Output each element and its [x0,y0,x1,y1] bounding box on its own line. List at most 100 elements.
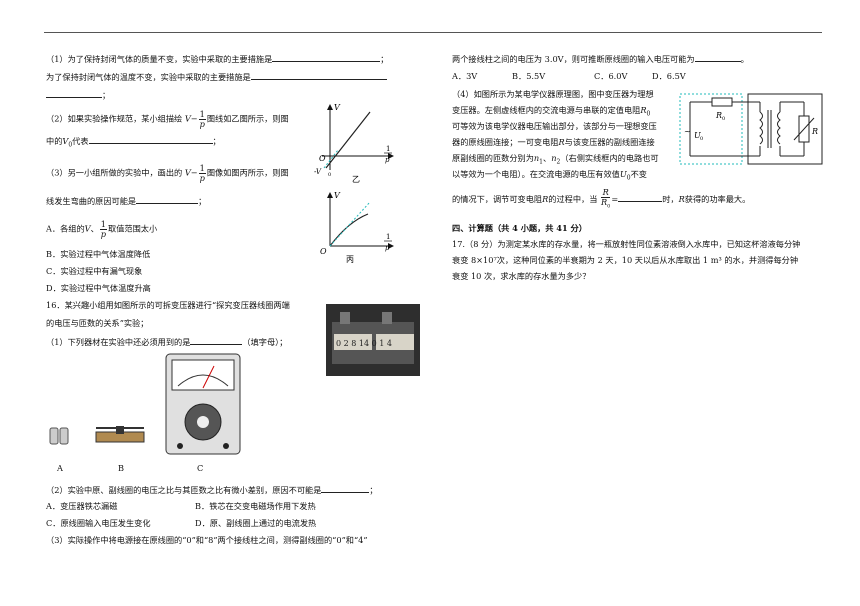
header-rule [44,32,822,33]
q16-2-line: （2）实验中原、副线圈的电压之比与其匝数之比有微小差别，原因不可能是 ； [46,483,378,496]
var-v: V [84,223,91,234]
option-a-text-2: 取值范围太小 [108,223,158,234]
answer-blank[interactable] [321,483,370,493]
q4-line-5: 原副线圈的匝数分别为n1、n2（右侧实线框内的电路也可 [452,152,659,169]
equip-label-b: B [118,463,125,473]
q4-line-3: 可等效为该电学仪器电压输出部分，该部分与一理想变压 [452,121,657,131]
q15-1-text-b: 为了保持封闭气体的温度不变，实验中采取的主要措施是 [46,72,251,82]
sub: 1 [539,158,543,166]
punct: ； [369,485,378,495]
r0-sub: 0 [722,116,725,122]
q15-2-text-b: 图线如乙图所示，则图 [206,113,289,124]
equals: = [611,193,619,204]
answer-blank[interactable] [46,88,102,98]
x-label-num: 1 [386,145,390,153]
answer-blank[interactable] [272,52,381,62]
choice-a[interactable]: A．3V [452,71,478,81]
q16-2-option-a[interactable]: A．变压器铁芯漏磁 [46,501,118,511]
data-curve [329,213,369,247]
answer-blank[interactable] [694,52,741,62]
graph-caption: 乙 [352,175,360,184]
frac-den: R [601,197,608,207]
punct: ； [212,136,221,146]
q16-2-option-b[interactable]: B．铁芯在交变电磁场作用下发热 [195,501,316,511]
choice-d[interactable]: D．6.5V [652,71,686,81]
q4-line-4: 器的原线圈连接；一可变电阻R与该变压器的副线圈连接 [452,136,655,148]
q4-text-2: 变压器。左侧虚线框内的交流电源与串联的定值电阻 [452,105,641,115]
multimeter-icon [165,353,241,455]
q15-1-line-c: ； [46,88,110,101]
q15-2-text-d: 代表 [72,136,89,146]
q16-2-option-d[interactable]: D．原、副线圈上通过的电流发热 [195,518,317,528]
graph-bing: V O 1 p 丙 [320,191,394,264]
r-label: R [811,127,818,136]
q16-3-text: （3）实际操作中将电源接在原线圈的“0”和“8”两个接线柱之间，测得副线圈的“0… [46,535,368,545]
answer-blank[interactable] [190,335,243,345]
coil-label-strip [376,334,414,350]
sub: 0 [626,174,631,182]
q15-1-text-a: （1）为了保持封闭气体的质量不变，实验中采取的主要措施是 [46,54,273,64]
var-r: R [558,137,565,147]
q4-text-5g: （右侧实线框内的电路也可 [560,153,659,163]
q16-1-end: （填字母）； [242,337,288,347]
equip-label-c: C [197,463,204,473]
choice-b[interactable]: B．5.5V [512,71,546,81]
frac-den: p [199,173,205,183]
sub: 0 [607,203,611,210]
var-u: U [619,169,627,179]
q4-text-5: 原副线圈的匝数分别为 [452,153,534,163]
graph-yi: V O -V 0 1 p 乙 [314,103,394,184]
sub: 0 [646,110,651,118]
transformer-photo: 0 2 8 14 0 1 4 [326,304,420,376]
answer-blank[interactable] [618,192,663,202]
terminal [382,312,392,324]
option-d[interactable]: D．实验过程中气体温度升高 [46,283,151,293]
var-r: R [678,193,685,204]
option-a-text: A．各组的 [46,223,85,234]
equip-label-a: A [57,463,63,473]
punct: ； [102,90,111,100]
x-arrow [388,153,394,159]
option-b[interactable]: B．实验过程中气体温度降低 [46,249,151,259]
frac-num: 1 [198,109,206,120]
frac-num: R [601,187,611,198]
var-v0: V [62,136,69,146]
answer-blank[interactable] [250,70,387,80]
var-r: R [542,193,549,204]
q16-2-text: （2）实验中原、副线圈的电压之比与其匝数之比有微小差别，原因不可能是 [46,485,322,495]
origin-label: O [319,154,326,163]
q4-text-6d: 不变 [630,169,647,179]
q16-2-option-c[interactable]: C．原线圈输入电压发生变化 [46,518,151,528]
answer-blank[interactable] [88,134,213,144]
q15-2-text-c: 中的 [46,136,63,146]
q4-text-7d: 时， [662,193,679,204]
data-line [325,111,371,169]
circuit-diagram: R 0 ~ U 0 R [679,93,823,165]
ac-symbol: ~ [684,127,691,136]
q15-1-line-a: （1）为了保持封闭气体的质量不变，实验中采取的主要措施是； [46,52,388,65]
sub: 2 [556,158,561,166]
answer-blank[interactable] [136,194,199,204]
source-dashed-box [679,93,743,165]
load-solid-box [747,93,823,165]
option-c[interactable]: C．实验过程中有漏气现象 [46,266,143,276]
q15-2-text-a: （2）如果实验操作规范，某小组描绘 [46,113,183,124]
batteries-icon [49,427,69,445]
frac-den: p [199,119,205,129]
extrapolation [323,149,339,169]
q4-text-6: 以等效为一个电阻）。在交流电源的电压有效值 [452,169,620,179]
u0-sub: 0 [700,136,703,142]
r1-line: 两个接线柱之间的电压为 3.0V，则可推断原线圈的输入电压可能为。 [452,52,749,65]
frac-num: 1 [198,163,206,174]
secondary-coil [777,111,781,145]
choice-c[interactable]: C．6.0V [594,71,628,81]
q4-line-2: 变压器。左侧虚线框内的交流电源与串联的定值电阻R0 [452,104,650,121]
u0-label: U [694,131,701,140]
